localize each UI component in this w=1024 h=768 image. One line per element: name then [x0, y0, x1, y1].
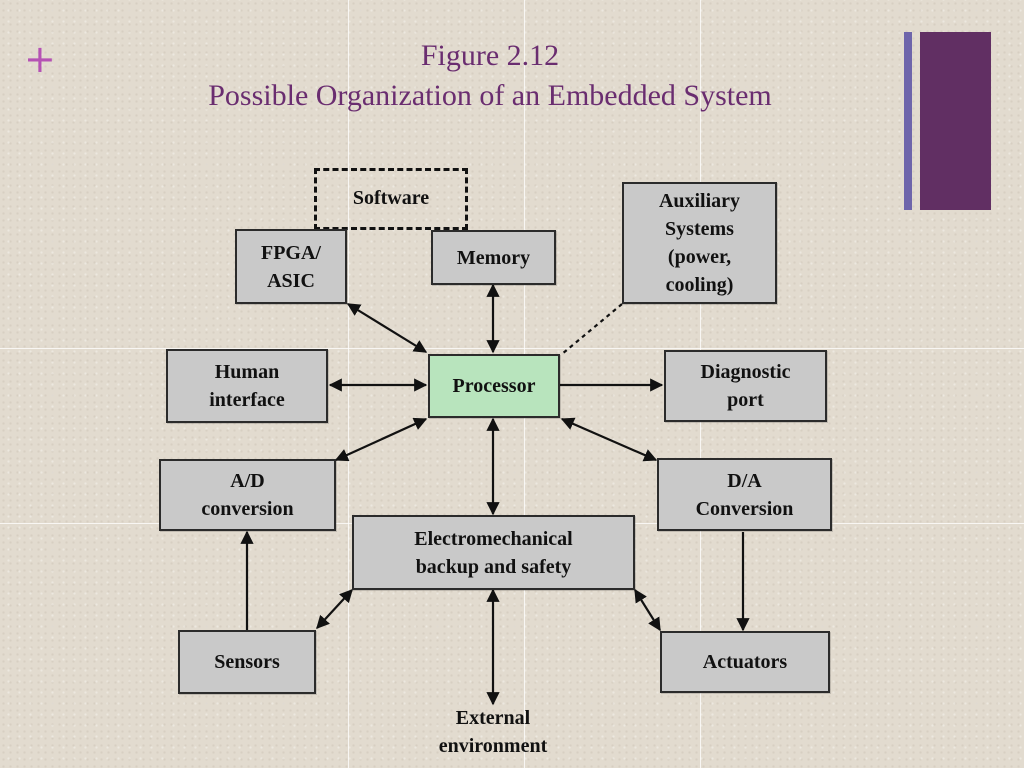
da-conversion-label: D/A Conversion [695, 469, 794, 520]
arrow-processor-ad [334, 417, 428, 462]
da-conversion-box: D/A Conversion [657, 458, 832, 531]
title-line-1: Figure 2.12 [420, 39, 560, 72]
auxiliary-systems-label: Auxiliary Systems (power, cooling) [658, 190, 741, 296]
decor-bar-thin [904, 32, 912, 210]
diagnostic-port-label: Diagnostic port [700, 361, 791, 411]
title-line-2: Possible Organization of an Embedded Sys… [208, 79, 772, 112]
human-interface-label: Human interface [209, 361, 285, 411]
fpga-asic-label: FPGA/ ASIC [261, 241, 321, 292]
diagnostic-port-box: Diagnostic port [664, 350, 827, 422]
actuators-label: Actuators [702, 651, 788, 673]
auxiliary-systems-box: Auxiliary Systems (power, cooling) [622, 182, 777, 304]
electromechanical-box: Electromechanical backup and safety [352, 515, 635, 590]
link-auxiliary-processor [561, 303, 623, 355]
electromechanical-label: Electromechanical backup and safety [414, 527, 573, 578]
sensors-box: Sensors [178, 630, 316, 694]
memory-box: Memory [431, 230, 556, 285]
grid-line-h1 [0, 348, 1024, 349]
bullet-plus-icon: + [24, 37, 56, 81]
external-environment-label: External environment [438, 707, 548, 757]
arrow-electromechanical-actuators [634, 588, 661, 632]
sensors-label: Sensors [214, 651, 280, 673]
fpga-asic-box: FPGA/ ASIC [235, 229, 347, 304]
memory-label: Memory [456, 246, 531, 269]
processor-box: Processor [428, 354, 560, 418]
arrow-processor-da [560, 417, 658, 462]
ad-conversion-box: A/D conversion [159, 459, 336, 531]
software-box: Software [314, 168, 468, 230]
decor-bar-thick [920, 32, 991, 210]
arrow-electromechanical-sensors [316, 589, 353, 629]
human-interface-box: Human interface [166, 349, 328, 423]
software-label: Software [352, 187, 430, 209]
actuators-box: Actuators [660, 631, 830, 693]
slide-title: Figure 2.12 Possible Organization of an … [90, 36, 890, 116]
processor-label: Processor [452, 375, 536, 397]
arrow-fpga-processor [346, 303, 428, 353]
ad-conversion-label: A/D conversion [201, 470, 294, 520]
